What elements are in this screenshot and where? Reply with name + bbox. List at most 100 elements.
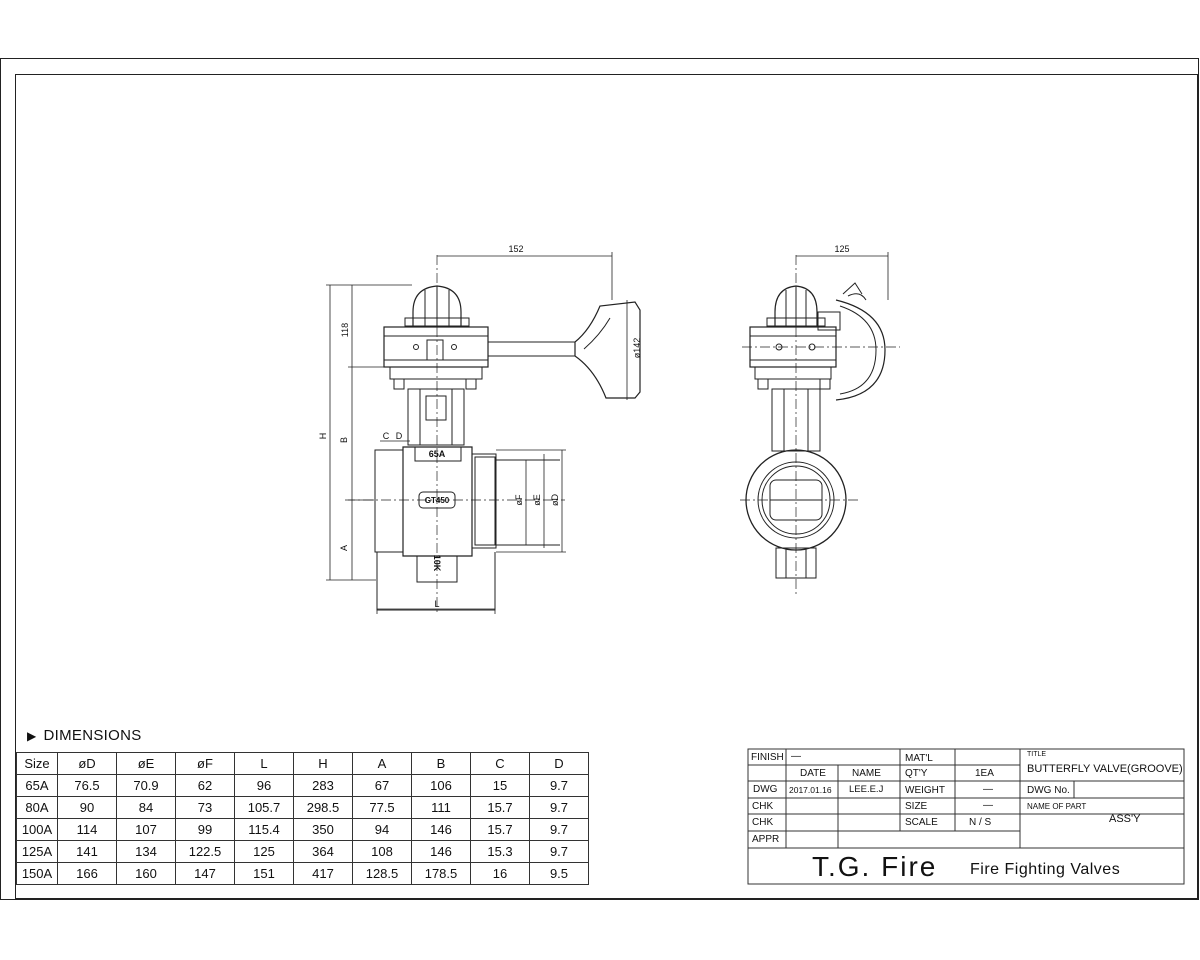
size-label: SIZE [905, 801, 928, 812]
matl-label: MAT'L [905, 753, 933, 764]
qty-value: 1EA [975, 768, 994, 779]
table-cell: 150A [16, 862, 58, 885]
table-cell: 146 [411, 840, 471, 863]
table-cell: 67 [352, 774, 412, 797]
dwg-label: DWG [753, 784, 778, 795]
front-dim-E: øE [532, 494, 542, 506]
dimensions-col-header: A [352, 752, 412, 775]
table-cell: 9.7 [529, 840, 589, 863]
dimensions-col-header: D [529, 752, 589, 775]
table-cell: 125 [234, 840, 294, 863]
title-block-grid [747, 748, 1185, 885]
chk1-label: CHK [752, 801, 774, 812]
front-dim-L: L [434, 599, 439, 609]
title-value: BUTTERFLY VALVE(GROOVE) [1027, 763, 1183, 775]
finish-value: — [791, 751, 801, 762]
front-dim-B: B [339, 437, 349, 443]
table-cell: 84 [116, 796, 176, 819]
dimensions-heading-text: DIMENSIONS [43, 727, 142, 744]
dimensions-col-header: øD [57, 752, 117, 775]
table-cell: 122.5 [175, 840, 235, 863]
table-cell: 9.7 [529, 774, 589, 797]
table-cell: 65A [16, 774, 58, 797]
table-cell: 106 [411, 774, 471, 797]
table-cell: 16 [470, 862, 530, 885]
table-cell: 9.7 [529, 796, 589, 819]
front-dim-width: 152 [508, 244, 523, 254]
body-model-mark: GT450 [425, 496, 450, 505]
scale-value: N / S [969, 817, 992, 828]
table-cell: 178.5 [411, 862, 471, 885]
dwg-name: LEE.E.J [849, 784, 884, 795]
front-dim-D: D [396, 431, 403, 441]
front-dim-Dia: øD [550, 494, 560, 506]
front-dim-A: A [339, 545, 349, 551]
table-cell: 80A [16, 796, 58, 819]
table-cell: 90 [57, 796, 117, 819]
weight-label: WEIGHT [905, 785, 945, 796]
dimensions-col-header: C [470, 752, 530, 775]
table-cell: 62 [175, 774, 235, 797]
title-label: TITLE [1027, 751, 1047, 758]
table-cell: 15.7 [470, 796, 530, 819]
dimensions-col-header: L [234, 752, 294, 775]
table-cell: 96 [234, 774, 294, 797]
part-label: NAME OF PART [1027, 802, 1087, 811]
dimensions-col-header: øF [175, 752, 235, 775]
dimensions-col-header: øE [116, 752, 176, 775]
side-view [740, 252, 900, 595]
table-cell: 70.9 [116, 774, 176, 797]
table-cell: 111 [411, 796, 471, 819]
table-cell: 15.3 [470, 840, 530, 863]
dimensions-heading: ▶DIMENSIONS [27, 727, 142, 744]
body-rating-mark: 10K [432, 555, 442, 572]
body-size-mark: 65A [429, 449, 446, 459]
table-cell: 100A [16, 818, 58, 841]
table-cell: 77.5 [352, 796, 412, 819]
table-cell: 147 [175, 862, 235, 885]
table-cell: 125A [16, 840, 58, 863]
dimensions-col-header: B [411, 752, 471, 775]
scale-label: SCALE [905, 817, 938, 828]
drawing-border-outer [0, 58, 1199, 900]
dwg-no-label: DWG No. [1027, 785, 1070, 796]
table-cell: 350 [293, 818, 353, 841]
table-cell: 166 [57, 862, 117, 885]
company-name: T.G. Fire [812, 851, 938, 882]
table-cell: 108 [352, 840, 412, 863]
drawing-border-inner [15, 74, 1198, 899]
dimensions-col-header: Size [16, 752, 58, 775]
qty-label: QT'Y [905, 768, 928, 779]
weight-value: — [983, 784, 993, 795]
front-dim-handwheel: ø142 [632, 338, 642, 359]
table-cell: 76.5 [57, 774, 117, 797]
dimensions-col-header: H [293, 752, 353, 775]
table-cell: 114 [57, 818, 117, 841]
table-cell: 115.4 [234, 818, 294, 841]
finish-label: FINISH [751, 752, 784, 763]
table-cell: 298.5 [293, 796, 353, 819]
table-cell: 160 [116, 862, 176, 885]
table-cell: 73 [175, 796, 235, 819]
front-dim-C: C [383, 431, 390, 441]
table-cell: 128.5 [352, 862, 412, 885]
front-view [326, 252, 641, 614]
dwg-date: 2017.01.16 [789, 785, 832, 795]
table-cell: 9.7 [529, 818, 589, 841]
table-cell: 15 [470, 774, 530, 797]
side-dim-width: 125 [834, 244, 849, 254]
table-cell: 146 [411, 818, 471, 841]
table-cell: 99 [175, 818, 235, 841]
size-value: — [983, 800, 993, 811]
table-cell: 9.5 [529, 862, 589, 885]
table-cell: 94 [352, 818, 412, 841]
front-dim-top: 118 [340, 323, 350, 337]
part-value: ASS'Y [1109, 813, 1141, 825]
table-cell: 151 [234, 862, 294, 885]
